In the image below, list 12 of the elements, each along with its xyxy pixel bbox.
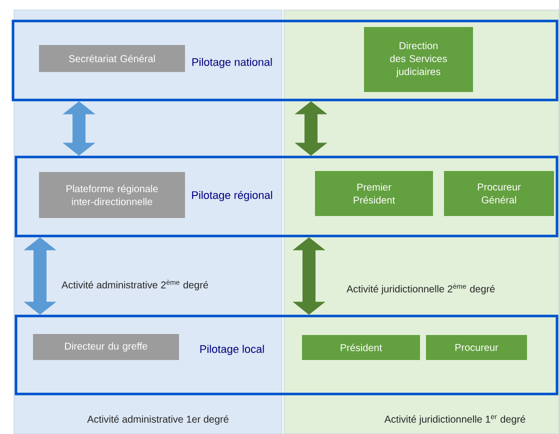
role-box: Secrétariat Général (39, 45, 185, 72)
role-box: Premier Président (315, 171, 433, 216)
role-box: Direction des Services judiciaires (364, 27, 473, 92)
level-label: Activité administrative 1er degré (87, 415, 228, 425)
role-box: Procureur (426, 335, 527, 360)
level-label: Activité juridictionnelle 1$^{er}$ degré (384, 415, 526, 425)
role-box: Directeur du greffe (33, 334, 179, 360)
role-box: Plateforme régionale inter-directionnelle (39, 172, 185, 218)
role-box: Président (302, 335, 420, 360)
level-label: Activité juridictionnelle 2$^{ème}$ degré (346, 284, 495, 294)
role-box: Procureur Général (444, 171, 554, 216)
level-label: Activité administrative 2$^{ème}$ degré (62, 280, 208, 290)
